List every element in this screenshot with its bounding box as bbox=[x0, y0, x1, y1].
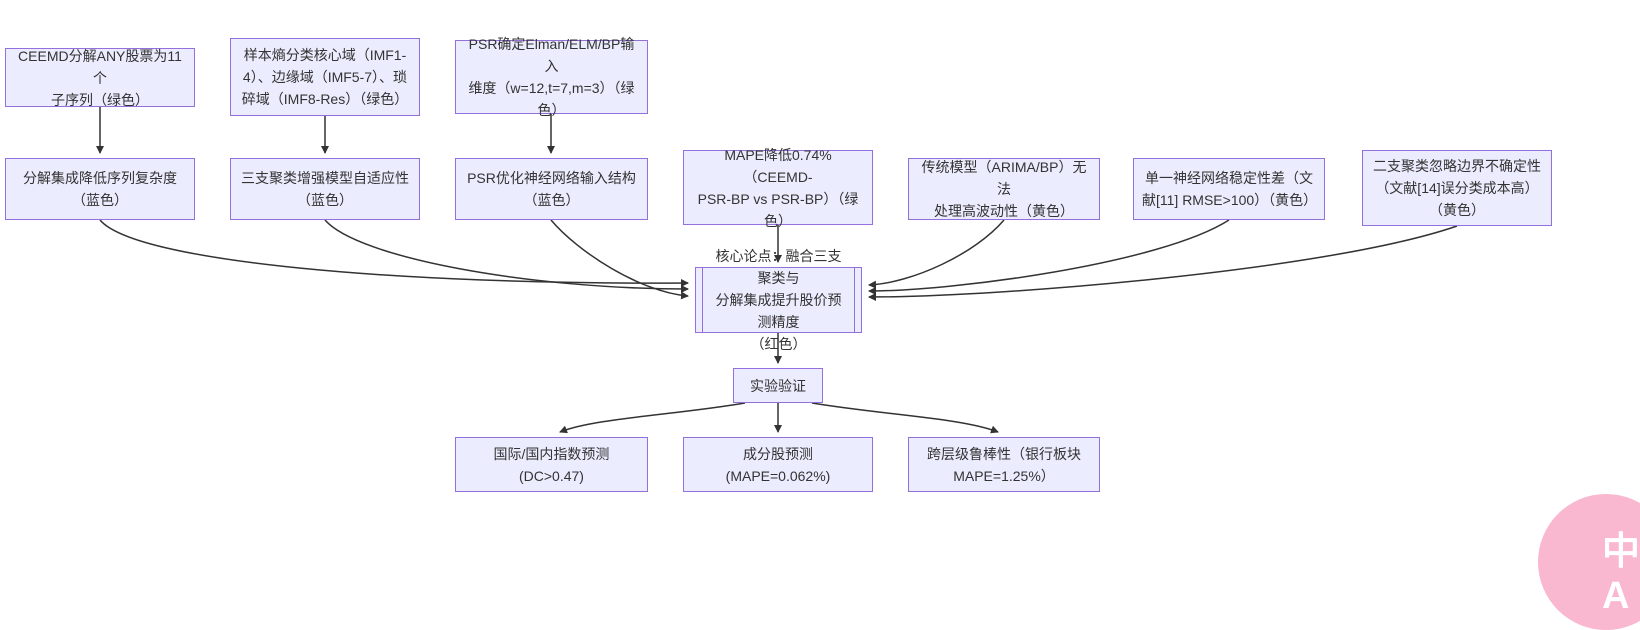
node-traditional-limitation: 传统模型（ARIMA/BP）无法 处理高波动性（黄色） bbox=[908, 158, 1100, 220]
edge-psropt-to-core bbox=[550, 219, 689, 300]
edge-decomposition-to-core bbox=[99, 219, 689, 288]
node-stock-prediction: 成分股预测 (MAPE=0.062%) bbox=[683, 437, 873, 492]
translate-badge-label: 中A bbox=[1602, 531, 1640, 617]
edges-layer bbox=[96, 107, 1458, 434]
node-core-thesis: 核心论点：融合三支聚类与 分解集成提升股价预测精度 （红色） bbox=[695, 248, 862, 352]
core-thesis-label: 核心论点：融合三支聚类与 分解集成提升股价预测精度 （红色） bbox=[715, 248, 842, 352]
node-two-way-limitation: 二支聚类忽略边界不确定性 （文献[14]误分类成本高） （黄色） bbox=[1362, 150, 1552, 226]
node-decomposition-benefit: 分解集成降低序列复杂度 （蓝色） bbox=[5, 158, 195, 220]
node-mape-improvement: MAPE降低0.74%（CEEMD- PSR-BP vs PSR-BP）（绿 色… bbox=[683, 147, 873, 229]
subroutine-inner-border-right bbox=[854, 268, 855, 332]
node-three-way-benefit: 三支聚类增强模型自适应性 （蓝色） bbox=[230, 158, 420, 220]
edge-twoway-to-core bbox=[868, 225, 1458, 301]
node-psr-dimension: PSR确定Elman/ELM/BP输入 维度（w=12,t=7,m=3）（绿 色… bbox=[455, 36, 648, 118]
subroutine-inner-border-left bbox=[702, 268, 703, 332]
node-psr-benefit: PSR优化神经网络输入结构 （蓝色） bbox=[455, 158, 648, 220]
edge-threeway-to-core bbox=[324, 219, 689, 293]
edge-experiment-to-index bbox=[559, 402, 746, 434]
edge-experiment-to-robustness bbox=[811, 402, 999, 434]
node-ceemd-decomposition: CEEMD分解ANY股票为11个 子序列（绿色） bbox=[5, 48, 195, 108]
node-experiment-validation: 实验验证 bbox=[733, 368, 823, 403]
node-robustness: 跨层级鲁棒性（银行板块 MAPE=1.25%） bbox=[908, 437, 1100, 492]
edge-singlenn-to-core bbox=[868, 219, 1230, 295]
edge-traditional-to-core bbox=[868, 219, 1005, 289]
node-sample-entropy: 样本熵分类核心域（IMF1- 4）、边缘域（IMF5-7）、琐 碎域（IMF8-… bbox=[230, 38, 420, 116]
node-index-prediction: 国际/国内指数预测 (DC>0.47) bbox=[455, 437, 648, 492]
node-single-nn-limitation: 单一神经网络稳定性差（文 献[11] RMSE>100）（黄色） bbox=[1133, 158, 1325, 220]
